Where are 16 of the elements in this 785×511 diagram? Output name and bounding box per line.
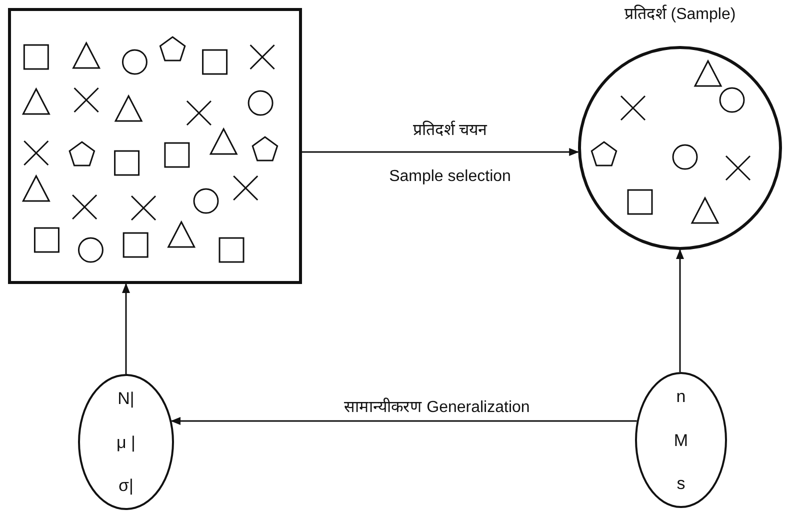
arrow	[122, 283, 130, 374]
caption-text: Sample selection	[387, 168, 513, 186]
symbol-text: M	[674, 432, 688, 448]
sample-circle	[578, 46, 782, 250]
symbol-text: N|	[118, 390, 134, 407]
symbol-text: μ |	[116, 434, 136, 450]
sample-heading: प्रतिदर्श (Sample)	[623, 4, 737, 24]
arrow	[170, 417, 637, 425]
arrow	[676, 249, 684, 372]
parameter-ellipse	[78, 374, 174, 510]
population-box	[8, 8, 302, 284]
symbol-text: σ|	[118, 477, 134, 494]
arrow	[302, 148, 580, 156]
symbol-text: n	[676, 388, 686, 405]
parameter-ellipse	[635, 372, 727, 508]
symbol-text: s	[676, 475, 686, 492]
